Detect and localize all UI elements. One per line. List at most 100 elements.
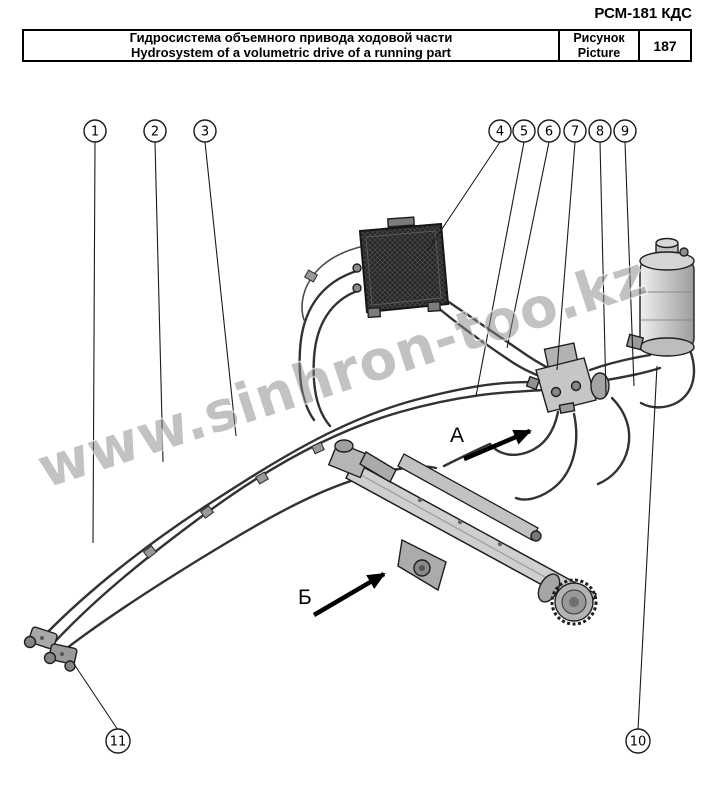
connector-nut-1 (23, 635, 37, 649)
radiator-core (358, 222, 450, 314)
oil-tank (625, 237, 695, 357)
leader-line-9 (624, 141, 635, 387)
callout-number: 8 (596, 125, 604, 140)
leader-lines (73, 141, 658, 731)
beam-bolt (417, 497, 423, 503)
tank-top (639, 251, 695, 271)
clamp (199, 505, 215, 519)
wheel-hub-teeth (550, 578, 598, 626)
axle-left-port (334, 439, 354, 453)
figure-number: 187 (638, 31, 690, 60)
callout-number: 5 (520, 125, 528, 140)
radiator-port-2 (352, 263, 362, 273)
hose-radiator-left-2 (298, 268, 362, 422)
hose-pump-down-1 (488, 410, 560, 456)
callouts: 1 2 3 4 5 6 7 (83, 119, 651, 754)
leader-line-2 (154, 141, 164, 463)
callout-number: 3 (201, 125, 209, 140)
figure-label-en: Picture (577, 45, 621, 60)
view-label-b: Б (298, 586, 312, 609)
bolt (40, 636, 44, 640)
callout-number: 7 (571, 125, 579, 140)
callout-circle (83, 119, 107, 143)
callout-1: 1 (83, 119, 107, 143)
leader-line-1 (92, 141, 96, 544)
radiator-foot-right (426, 300, 442, 313)
cylinder-rod-end (530, 530, 542, 542)
figure-title-en: Hydrosystem of a volumetric drive of a r… (130, 44, 451, 60)
callout-circle (105, 728, 131, 754)
callout-number: 6 (545, 125, 553, 140)
oil-cooler-radiator (352, 216, 450, 319)
beam-bolt (497, 541, 503, 547)
hose-pump-right-loop (596, 396, 631, 486)
hose-tank-loop (639, 348, 696, 409)
figure-label-ru: Рисунок (573, 31, 625, 46)
callout-circle (537, 119, 561, 143)
callout-10: 10 (625, 728, 651, 754)
pointer-arrow-a-icon (463, 428, 532, 462)
callout-9: 9 (613, 119, 637, 143)
callout-number: 11 (110, 735, 127, 750)
pump-left-fitting (525, 375, 541, 391)
figure-label: Рисунок Picture (558, 31, 638, 60)
clamp (142, 545, 158, 559)
radiator-frame (365, 230, 442, 306)
clamp (254, 471, 270, 485)
callout-7: 7 (563, 119, 587, 143)
callout-8: 8 (588, 119, 612, 143)
hose-radiator-left-1 (312, 288, 362, 428)
radiator-foot-left (366, 306, 382, 319)
callout-5: 5 (512, 119, 536, 143)
callout-circle (588, 119, 612, 143)
leader-line-11 (73, 663, 119, 731)
radiator-port-1 (352, 283, 362, 293)
leader-line-4 (427, 141, 501, 251)
radiator-bracket-top (387, 216, 415, 228)
title-block: Гидросистема объемного привода ходовой ч… (22, 29, 692, 62)
callout-circle (512, 119, 536, 143)
callout-circle (143, 119, 167, 143)
leader-line-10 (637, 365, 658, 731)
axle-left-bracket (359, 451, 397, 483)
hose-pump-down-2 (514, 412, 578, 501)
callout-circle (488, 119, 512, 143)
callout-3: 3 (193, 119, 217, 143)
pump-body (535, 357, 597, 413)
callout-number: 10 (630, 735, 647, 750)
pump-port-2 (570, 380, 582, 392)
drive-axle-assembly (327, 439, 598, 626)
callout-11: 11 (105, 728, 131, 754)
tank-filler-cap (655, 237, 679, 249)
callout-6: 6 (537, 119, 561, 143)
callout-4: 4 (488, 119, 512, 143)
clamp (303, 269, 319, 283)
hose-junction-axle (442, 442, 492, 468)
callout-circle (613, 119, 637, 143)
connector-nut-3 (64, 660, 76, 672)
view-label-a: А (450, 424, 464, 447)
callout-2: 2 (143, 119, 167, 143)
leader-line-7 (556, 141, 576, 371)
pointer-arrow-b-icon (312, 572, 386, 617)
leader-line-3 (204, 141, 237, 437)
figure-title: Гидросистема объемного привода ходовой ч… (24, 30, 558, 60)
callout-circle (193, 119, 217, 143)
center-gearbox-bolt (419, 565, 425, 571)
hydraulic-cylinder (397, 453, 539, 541)
callout-circle (563, 119, 587, 143)
pump-cylinder (590, 372, 610, 400)
callout-number: 9 (621, 125, 629, 140)
wheel-hub-center (569, 597, 579, 607)
leader-line-5 (475, 141, 525, 397)
hose-radiator-right-2 (434, 304, 544, 379)
tank-bottom (639, 337, 695, 357)
left-connectors (23, 626, 78, 672)
beam-bolt (457, 519, 463, 525)
hose-clamps (142, 269, 325, 559)
tank-fitting (625, 333, 645, 351)
callout-circle (625, 728, 651, 754)
connector-nut-2 (43, 651, 57, 665)
